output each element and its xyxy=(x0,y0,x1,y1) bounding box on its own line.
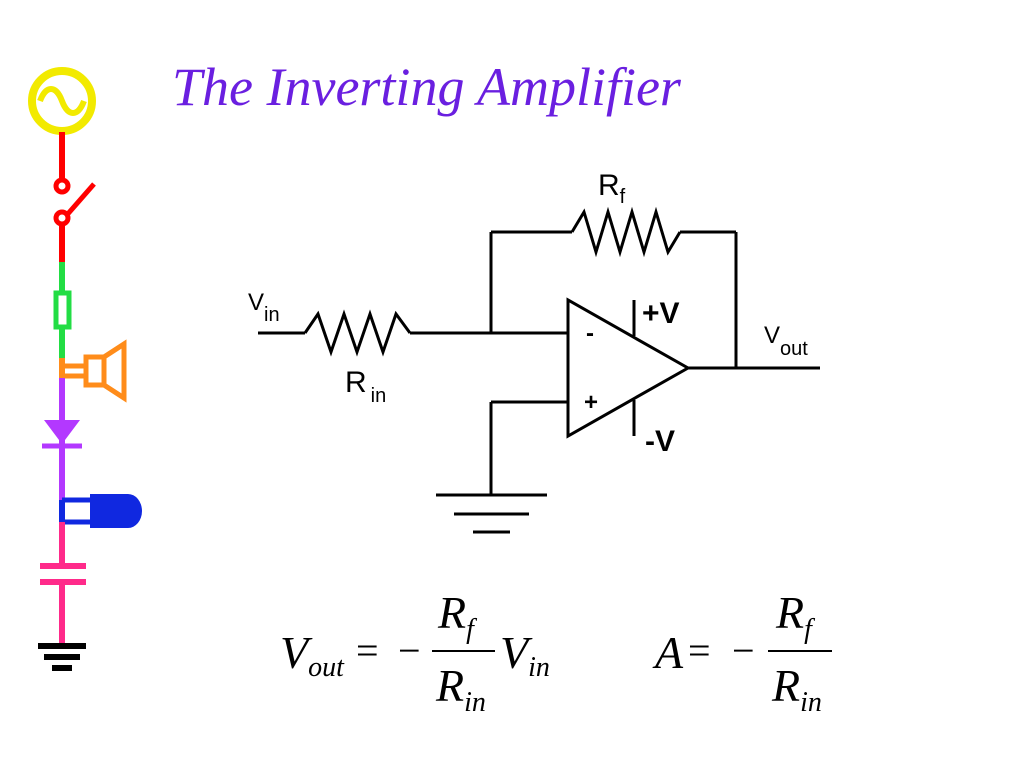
slide-title: The Inverting Amplifier xyxy=(172,57,681,117)
op-amp-symbol xyxy=(566,297,692,439)
speaker-icon xyxy=(59,339,127,403)
capacitor-icon xyxy=(40,522,86,644)
feedback-resistor-label: Rf xyxy=(598,169,626,208)
svg-text:Vout: Vout xyxy=(280,627,345,683)
svg-text:Rf: Rf xyxy=(437,587,477,645)
svg-text:−: − xyxy=(732,628,755,673)
svg-text:Rin: Rin xyxy=(771,660,822,718)
ac-source-icon xyxy=(28,67,96,135)
inverting-input-sign: - xyxy=(586,320,594,347)
svg-text:Vin: Vin xyxy=(500,627,550,683)
svg-text:=: = xyxy=(356,628,379,673)
svg-text:Rf: Rf xyxy=(775,587,815,645)
input-resistor xyxy=(303,309,412,357)
fuse-icon xyxy=(53,262,72,358)
lamp-icon xyxy=(59,494,142,528)
svg-text:−: − xyxy=(398,628,421,673)
positive-supply-label: +V xyxy=(642,297,680,330)
ground-icon xyxy=(38,643,86,671)
svg-text:A: A xyxy=(652,627,684,678)
circuit-ground xyxy=(436,493,547,534)
svg-text:Rin: Rin xyxy=(435,660,486,718)
noninverting-input-sign: + xyxy=(584,389,598,416)
component-strip xyxy=(28,67,142,671)
input-voltage-label: Vin xyxy=(248,289,280,326)
output-voltage-equation: Vout = − Rf Rin Vin xyxy=(280,587,550,718)
svg-text:=: = xyxy=(688,628,711,673)
gain-equation: A = − Rf Rin xyxy=(652,587,832,718)
feedback-resistor xyxy=(570,206,682,258)
circuit-wires xyxy=(258,206,820,495)
diode-icon xyxy=(42,378,82,500)
output-voltage-label: Vout xyxy=(764,322,808,360)
switch-icon xyxy=(53,132,96,262)
negative-supply-label: -V xyxy=(645,425,675,458)
